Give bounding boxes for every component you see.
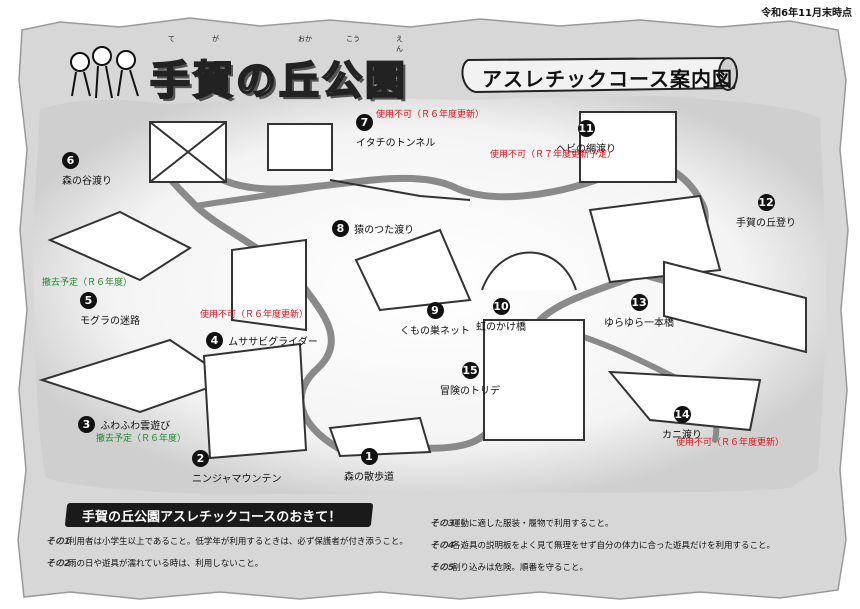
rule-4: その4各遊具の説明板をよく見て無理をせず自分の体力に合った遊具だけを利用すること… — [430, 538, 775, 551]
station-number: 12 — [757, 194, 775, 211]
equipment-illustrations — [38, 111, 807, 460]
station-name: くもの巣ネット — [400, 326, 470, 337]
equipment-hill-climb — [588, 194, 722, 284]
rule-1: その1利用者は小学生以上であること。低学年が利用するときは、必ず保護者が付き添う… — [46, 534, 408, 547]
station-name: 森の散歩道 — [344, 472, 394, 483]
station-5-note: 撤去予定（Ｒ６年度） — [42, 278, 132, 288]
as-of-date: 令和6年11月末時点 — [761, 8, 852, 19]
equipment-balance-beam — [663, 260, 807, 354]
title-ruby: おか — [298, 35, 312, 43]
station-1[interactable]: 1 森の散歩道 — [344, 446, 394, 484]
station-6[interactable]: 6 森の谷渡り — [62, 150, 112, 188]
station-13[interactable]: 13 ゆらゆら一本橋 — [604, 292, 674, 330]
rules-title: 手賀の丘公園アスレチックコースのおきて！ — [64, 503, 374, 527]
station-14[interactable]: 14 カニ渡り — [662, 404, 702, 442]
station-number: 14 — [673, 406, 691, 423]
rule-number: その3 — [430, 519, 455, 529]
station-number: 7 — [356, 114, 373, 131]
station-10[interactable]: 10 虹のかけ橋 — [476, 296, 526, 334]
station-12[interactable]: 12 手賀の丘登り — [736, 192, 796, 230]
rule-number: その2 — [46, 559, 71, 569]
station-name: モグラの迷路 — [80, 316, 140, 327]
station-number: 11 — [577, 120, 595, 137]
station-4[interactable]: 4 ムササビグライダー — [206, 330, 318, 349]
banner-title: アスレチックコース案内図 — [482, 67, 733, 91]
equipment-maze — [47, 210, 193, 282]
rule-3: その3運動に適した服装・履物で利用すること。 — [430, 516, 614, 529]
rule-number: その5 — [430, 563, 455, 573]
station-name: ふわふわ雲遊び — [100, 421, 171, 432]
rule-text: 雨の日や遊具が濡れている時は、利用しないこと。 — [68, 559, 264, 569]
station-3[interactable]: 3 ふわふわ雲遊び — [78, 414, 170, 433]
station-number: 15 — [461, 362, 479, 379]
station-number: 3 — [78, 416, 95, 433]
park-title-text: 手賀の丘公園 — [149, 57, 408, 105]
title-ruby: えん — [396, 35, 403, 53]
station-name: ヘビの網渡り — [556, 144, 616, 155]
equipment-vine — [329, 179, 471, 201]
station-name: 虹のかけ橋 — [476, 322, 526, 333]
station-11-note: 使用不可（Ｒ７年度更新予定） — [490, 150, 617, 160]
station-name: 手賀の丘登り — [736, 218, 796, 229]
title-ruby: が — [212, 35, 219, 43]
station-11[interactable]: 11 ヘビの網渡り — [556, 118, 616, 156]
equipment-crab — [607, 370, 762, 432]
station-number: 10 — [492, 298, 510, 315]
station-name: 森の谷渡り — [62, 176, 112, 187]
station-3-note: 撤去予定（Ｒ６年度） — [96, 434, 187, 444]
park-title: 手賀の丘公園 て が おか こう えん — [149, 35, 408, 106]
branch-path — [193, 183, 323, 209]
station-number: 5 — [80, 292, 97, 309]
equipment-tunnel — [267, 123, 333, 171]
equipment-glider — [231, 238, 307, 332]
station-2[interactable]: 2 ニンジャマウンテン — [192, 448, 282, 486]
rule-text: 運動に適した服装・履物で利用すること。 — [452, 519, 614, 529]
equipment-ninja — [202, 342, 308, 460]
station-number: 1 — [360, 448, 378, 465]
equipment-spider-net — [354, 228, 472, 312]
station-name: 冒険のトリデ — [440, 386, 500, 397]
rule-text: 利用者は小学生以上であること。低学年が利用するときは、必ず保護者が付き添うこと。 — [68, 537, 408, 547]
equipment-fort — [483, 319, 585, 441]
rule-2: その2雨の日や遊具が濡れている時は、利用しないこと。 — [46, 556, 263, 569]
equipment-rainbow-bridge — [481, 251, 577, 291]
station-7[interactable]: 7 イタチのトンネル — [356, 112, 435, 150]
station-9[interactable]: 9 くもの巣ネット — [400, 300, 470, 338]
station-number: 13 — [630, 294, 648, 311]
equipment-forest-walk — [328, 416, 432, 458]
station-7-note: 使用不可（Ｒ６年度更新） — [376, 110, 485, 120]
station-number: 4 — [206, 332, 223, 349]
station-name: イタチのトンネル — [356, 138, 436, 149]
station-number: 2 — [192, 450, 209, 467]
equipment-snake-net — [579, 111, 677, 183]
title-ruby: こう — [346, 35, 360, 43]
station-8[interactable]: 8 猿のつた渡り — [332, 218, 414, 237]
station-15[interactable]: 15 冒険のトリデ — [440, 360, 500, 398]
station-number: 8 — [332, 220, 349, 237]
station-14-note: 使用不可（Ｒ６年度更新） — [676, 438, 785, 448]
station-4-note: 使用不可（Ｒ６年度更新） — [200, 310, 309, 320]
kids-illustration — [70, 46, 139, 99]
station-name: カニ渡り — [662, 430, 702, 441]
rule-5: その5割り込みは危険。順番を守ること。 — [430, 560, 588, 573]
station-name: ムササビグライダー — [228, 337, 318, 348]
title-ruby: て — [168, 35, 175, 43]
rules-title-text: 手賀の丘公園アスレチックコースのおきて！ — [81, 510, 342, 525]
station-name: ゆらゆら一本橋 — [604, 318, 674, 329]
course-map-banner: アスレチックコース案内図 — [460, 58, 732, 92]
station-name: ニンジャマウンテン — [192, 474, 282, 485]
station-5[interactable]: 5 モグラの迷路 — [80, 290, 140, 328]
rule-number: その4 — [430, 541, 455, 551]
station-number: 9 — [426, 302, 444, 319]
station-name: 猿のつた渡り — [354, 225, 415, 236]
station-number: 6 — [62, 152, 79, 169]
rule-text: 各遊具の説明板をよく見て無理をせず自分の体力に合った遊具だけを利用すること。 — [452, 541, 776, 551]
rule-number: その1 — [46, 537, 71, 547]
rule-text: 割り込みは危険。順番を守ること。 — [452, 563, 589, 573]
